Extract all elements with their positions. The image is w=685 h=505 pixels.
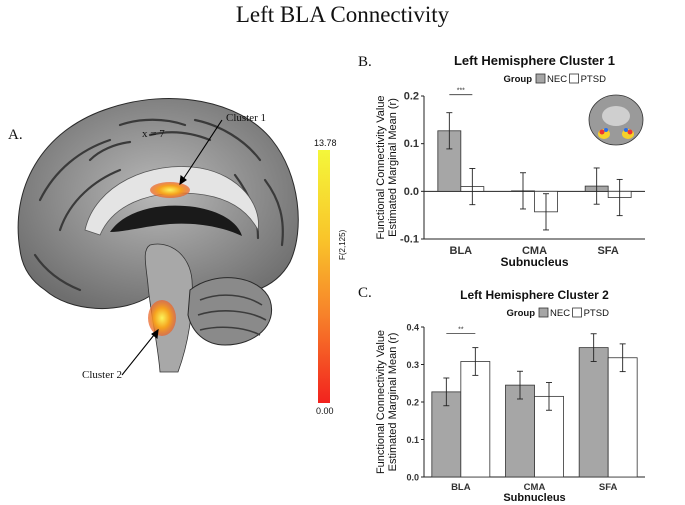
legend-title: Group bbox=[504, 74, 533, 85]
colorbar-max: 13.78 bbox=[314, 138, 337, 148]
chart-title: Left Hemisphere Cluster 1 bbox=[454, 53, 615, 68]
y-tick-label: 0.2 bbox=[404, 91, 419, 103]
inset-red-dot bbox=[627, 129, 633, 135]
cluster2-label: Cluster 2 bbox=[82, 369, 123, 381]
significance-mark: ** bbox=[458, 327, 464, 334]
chart-cluster-2: Left Hemisphere Cluster 2 Group NEC PTSD 0.0… bbox=[375, 288, 645, 502]
x-tick-label-bla: BLA bbox=[451, 482, 471, 493]
y-axis-label-line-1: Functional Connectivity Value bbox=[375, 95, 387, 239]
bar-nec-cma bbox=[505, 384, 535, 478]
chart-title: Left Hemisphere Cluster 2 bbox=[460, 288, 609, 302]
inset-blue-dot bbox=[604, 128, 608, 132]
cluster1-hotspot bbox=[150, 182, 190, 198]
legend: Group NEC PTSD bbox=[504, 73, 606, 85]
y-tick-label: 0.2 bbox=[406, 398, 419, 408]
colorbar bbox=[318, 150, 330, 403]
inset-coronal-brain-image bbox=[588, 94, 644, 146]
x-axis-label: Subnucleus bbox=[503, 492, 565, 502]
bar-nec-sfa bbox=[578, 347, 609, 478]
colorbar-min: 0.00 bbox=[316, 406, 334, 416]
panel-a-letter: A. bbox=[8, 127, 23, 143]
inset-red-dot bbox=[599, 129, 605, 135]
legend-label-ptsd: PTSD bbox=[581, 74, 606, 85]
y-tick-label: 0.0 bbox=[404, 186, 419, 198]
legend-title: Group bbox=[507, 308, 536, 319]
x-tick-label-bla: BLA bbox=[450, 245, 473, 257]
y-axis-label-line-2: Estimated Marginal Mean (r) bbox=[387, 333, 399, 472]
legend-label-nec: NEC bbox=[547, 74, 567, 85]
cluster1-label: Cluster 1 bbox=[226, 112, 267, 124]
legend-label-ptsd: PTSD bbox=[584, 308, 609, 319]
x-tick-label-sfa: SFA bbox=[597, 245, 618, 257]
legend-swatch-nec bbox=[535, 73, 546, 84]
x-tick-label-cma: CMA bbox=[524, 482, 546, 493]
y-tick-label: 0.0 bbox=[406, 473, 419, 483]
x-tick-label-sfa: SFA bbox=[599, 482, 618, 493]
legend: Group NEC PTSD bbox=[507, 307, 609, 319]
chart-cluster-1: Left Hemisphere Cluster 1 Group NEC PTSD -0.… bbox=[375, 53, 645, 267]
inset-white-matter bbox=[602, 106, 630, 126]
bar-ptsd-bla bbox=[460, 361, 491, 478]
brain-sagittal-image bbox=[17, 98, 299, 376]
legend-swatch-nec bbox=[538, 307, 549, 318]
panel-c-letter: C. bbox=[358, 285, 372, 301]
y-tick-label: 0.1 bbox=[406, 435, 419, 445]
cluster2-hotspot bbox=[148, 300, 176, 336]
inset-blue-dot bbox=[624, 128, 628, 132]
y-tick-label: 0.4 bbox=[406, 323, 419, 333]
significance-mark: *** bbox=[457, 88, 465, 95]
legend-swatch-ptsd bbox=[569, 73, 580, 84]
y-tick-label: 0.1 bbox=[404, 138, 419, 150]
legend-label-nec: NEC bbox=[550, 308, 570, 319]
x-tick-label-cma: CMA bbox=[522, 245, 547, 257]
y-axis-label-line-2: Estimated Marginal Mean (r) bbox=[387, 98, 399, 237]
panel-b-letter: B. bbox=[358, 54, 372, 70]
slice-label: x = 7 bbox=[142, 128, 165, 140]
y-axis-label-line-1: Functional Connectivity Value bbox=[375, 330, 387, 474]
y-tick-label: 0.3 bbox=[406, 360, 419, 370]
x-axis-label: Subnucleus bbox=[500, 255, 568, 267]
bar-ptsd-sfa bbox=[607, 357, 638, 478]
figure-title: Left BLA Connectivity bbox=[235, 2, 450, 27]
y-tick-label: -0.1 bbox=[400, 234, 419, 246]
colorbar-axis-label: F(2,125) bbox=[338, 229, 347, 260]
legend-swatch-ptsd bbox=[572, 307, 583, 318]
